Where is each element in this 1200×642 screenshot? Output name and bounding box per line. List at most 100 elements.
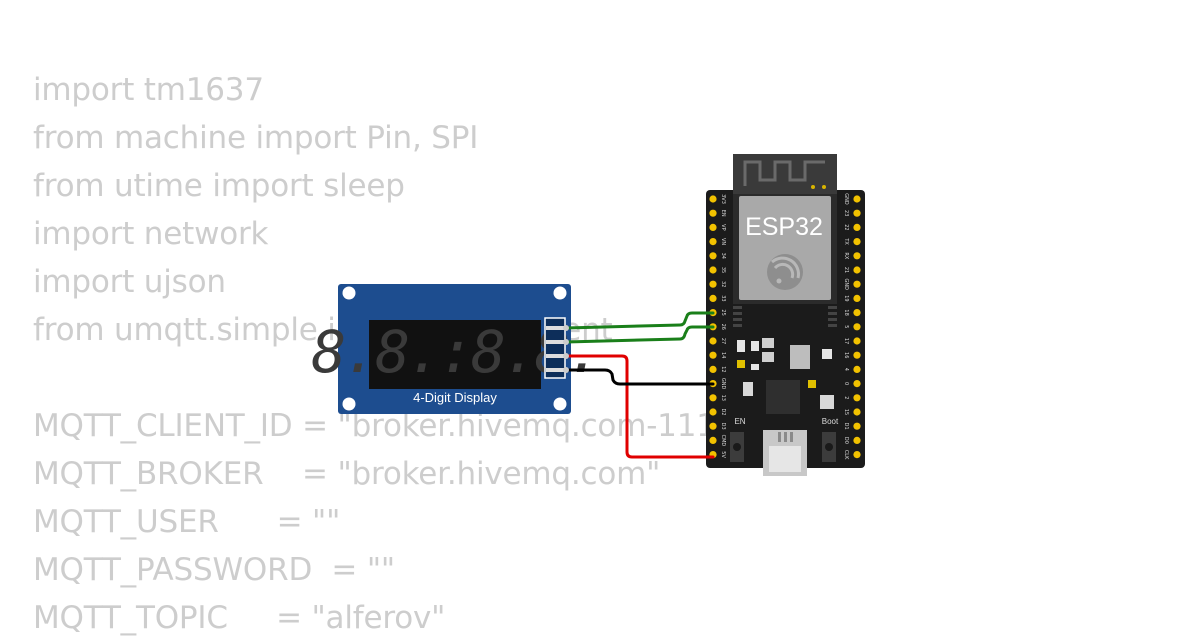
pin-right-16[interactable] (853, 351, 861, 359)
pin-label: 35 (720, 267, 726, 273)
mounting-hole (553, 286, 567, 300)
pin-right-d0[interactable] (853, 436, 861, 444)
mounting-hole (553, 397, 567, 411)
pin-label: GND (843, 193, 849, 205)
espressif-logo-icon (767, 254, 803, 290)
pin-right-clk[interactable] (853, 451, 861, 459)
pin-label: 22 (843, 224, 849, 230)
micro-usb-port[interactable] (763, 430, 807, 476)
pin-label: D0 (843, 437, 849, 444)
wire-dio[interactable] (564, 325, 715, 344)
boot-button[interactable] (822, 432, 836, 462)
en-button-label: EN (734, 417, 745, 426)
code-line: import ujson (33, 264, 226, 300)
pin-right-5[interactable] (853, 323, 861, 331)
header-pin-vcc[interactable] (546, 354, 566, 358)
pin-right-0[interactable] (853, 380, 861, 388)
pin-label: RX (843, 252, 849, 259)
pin-label: 3V3 (720, 194, 726, 204)
pin-header (544, 317, 566, 379)
pin-label: 13 (720, 395, 726, 401)
pin-label: 34 (720, 253, 726, 259)
pin-right-19[interactable] (853, 294, 861, 302)
pin-right-4[interactable] (853, 365, 861, 373)
tm1637-display-module[interactable]: 8.8.:8.8. 4-Digit Display (311, 284, 602, 414)
header-pin-dio[interactable] (546, 340, 566, 344)
pin-label: CMD (720, 435, 726, 447)
pin-label: D2 (720, 408, 726, 415)
pin-label: VN (720, 238, 726, 245)
pin-label: 16 (843, 352, 849, 358)
pin-label: GND (720, 378, 726, 390)
pin-left-14[interactable] (709, 351, 717, 359)
pin-right-18[interactable] (853, 309, 861, 317)
pin-left-cmd[interactable] (709, 436, 717, 444)
pin-left-35[interactable] (709, 266, 717, 274)
esp32-devkit-board[interactable]: ESP32 EN (706, 154, 865, 476)
code-line: MQTT_USER = "" (33, 504, 341, 540)
code-line: MQTT_PASSWORD = "" (33, 552, 395, 588)
pin-right-2[interactable] (853, 394, 861, 402)
esp32-module-label: ESP32 (745, 213, 823, 241)
pin-label: 2 (843, 396, 849, 399)
wire-gnd[interactable] (564, 368, 715, 386)
metal-shield (739, 196, 831, 300)
pin-right-15[interactable] (853, 408, 861, 416)
pin-left-en[interactable] (709, 209, 717, 217)
pin-left-vp[interactable] (709, 223, 717, 231)
pin-label: 18 (843, 309, 849, 315)
pin-label: 26 (720, 324, 726, 330)
pin-left-12[interactable] (709, 365, 717, 373)
pin-left-d2[interactable] (709, 408, 717, 416)
pin-left-33[interactable] (709, 294, 717, 302)
pin-right-gnd[interactable] (853, 280, 861, 288)
wire-vcc[interactable] (564, 354, 715, 459)
display-label: 4-Digit Display (413, 390, 497, 405)
code-line: import tm1637 (33, 72, 264, 108)
pin-right-rx[interactable] (853, 252, 861, 260)
pin-label: CLK (843, 450, 849, 460)
pin-right-tx[interactable] (853, 238, 861, 246)
pin-right-22[interactable] (853, 223, 861, 231)
header-pin-gnd[interactable] (546, 368, 566, 372)
wire-clk[interactable] (564, 311, 715, 330)
pin-label: 32 (720, 281, 726, 287)
pin-right-17[interactable] (853, 337, 861, 345)
pin-left-27[interactable] (709, 337, 717, 345)
pin-label: D1 (843, 423, 849, 430)
pin-right-d1[interactable] (853, 422, 861, 430)
code-line: import network (33, 216, 269, 252)
pin-left-13[interactable] (709, 394, 717, 402)
pin-label: 23 (843, 210, 849, 216)
pin-left-32[interactable] (709, 280, 717, 288)
antenna-trace (743, 160, 825, 186)
pin-label: 12 (720, 366, 726, 372)
usb-uart-chip (766, 380, 800, 414)
code-line: from utime import sleep (33, 168, 405, 204)
pin-left-3v3[interactable] (709, 195, 717, 203)
pin-label: 4 (843, 368, 849, 371)
pin-label: 27 (720, 338, 726, 344)
pin-label: 17 (843, 338, 849, 344)
pin-right-21[interactable] (853, 266, 861, 274)
pin-label: TX (843, 237, 849, 245)
left-pin-header: 3V3ENVPVN343532332526271412GND13D2D3CMD5… (709, 194, 726, 458)
pin-label: 19 (843, 295, 849, 301)
pin-label: 0 (843, 382, 849, 385)
pin-left-34[interactable] (709, 252, 717, 260)
header-pin-clk[interactable] (546, 326, 566, 330)
pin-label: VP (720, 224, 726, 230)
pin-left-vn[interactable] (709, 238, 717, 246)
pin-label: 25 (720, 309, 726, 315)
pin-right-gnd[interactable] (853, 195, 861, 203)
antenna-area (733, 154, 837, 194)
pin-label: 33 (720, 295, 726, 301)
pin-label: 14 (720, 352, 726, 358)
en-button[interactable] (730, 432, 744, 462)
pin-label: 21 (843, 267, 849, 273)
pin-left-d3[interactable] (709, 422, 717, 430)
pin-right-23[interactable] (853, 209, 861, 217)
pin-label: D3 (720, 423, 726, 430)
mounting-hole (342, 397, 356, 411)
